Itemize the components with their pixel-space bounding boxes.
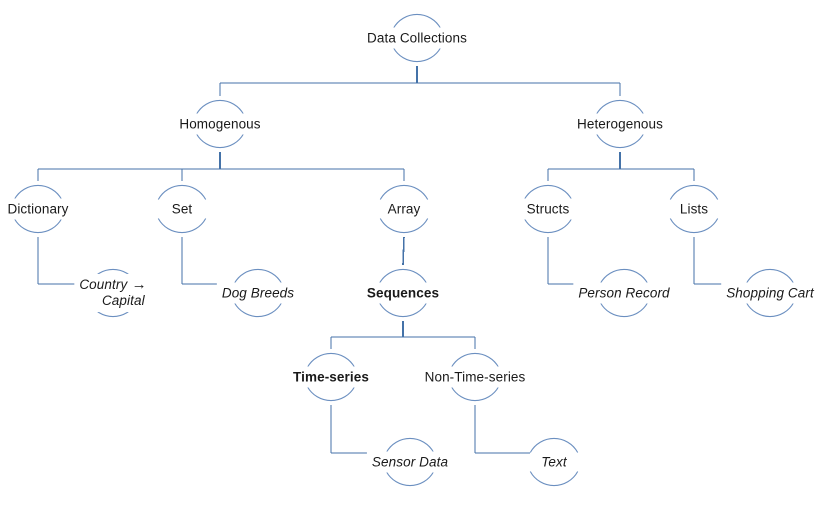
node-label: Homogenous — [179, 116, 261, 132]
arrow-right-icon: → — [127, 276, 147, 293]
node-lists[interactable]: Lists — [674, 198, 714, 220]
node-sequences[interactable]: Sequences — [361, 282, 445, 304]
node-country-capital[interactable]: Country →Capital — [74, 274, 152, 312]
node-sensor-data[interactable]: Sensor Data — [366, 451, 454, 473]
node-non-time-series[interactable]: Non-Time-series — [419, 366, 531, 388]
node-label: Set — [171, 201, 193, 217]
node-dictionary[interactable]: Dictionary — [2, 198, 74, 220]
node-text[interactable]: Text — [536, 451, 572, 473]
node-array[interactable]: Array — [382, 198, 426, 220]
node-label: Structs — [526, 201, 570, 217]
node-label: Text — [541, 454, 567, 470]
node-shopping-cart[interactable]: Shopping Cart — [721, 282, 819, 304]
node-label: Dictionary — [7, 201, 69, 217]
node-label: Sensor Data — [371, 454, 449, 470]
node-label: Time-series — [293, 369, 369, 385]
node-time-series[interactable]: Time-series — [288, 366, 374, 388]
node-label-line2: Capital — [101, 293, 145, 308]
node-label: Shopping Cart — [726, 285, 814, 301]
node-label: Data Collections — [367, 30, 467, 46]
node-label: Lists — [679, 201, 709, 217]
node-heterogenous[interactable]: Heterogenous — [571, 113, 669, 135]
node-label: Dog Breeds — [221, 285, 295, 301]
node-label: Heterogenous — [576, 116, 664, 132]
node-set[interactable]: Set — [166, 198, 198, 220]
node-structs[interactable]: Structs — [521, 198, 575, 220]
node-data-collections[interactable]: Data Collections — [362, 27, 472, 49]
node-label: Array — [387, 201, 421, 217]
node-label: Sequences — [366, 285, 440, 301]
node-label: Person Record — [578, 285, 670, 301]
node-dog-breeds[interactable]: Dog Breeds — [216, 282, 300, 304]
node-person-record[interactable]: Person Record — [573, 282, 675, 304]
node-homogenous[interactable]: Homogenous — [174, 113, 266, 135]
node-label: Non-Time-series — [424, 369, 526, 385]
node-label-line1: Country — [79, 277, 128, 292]
